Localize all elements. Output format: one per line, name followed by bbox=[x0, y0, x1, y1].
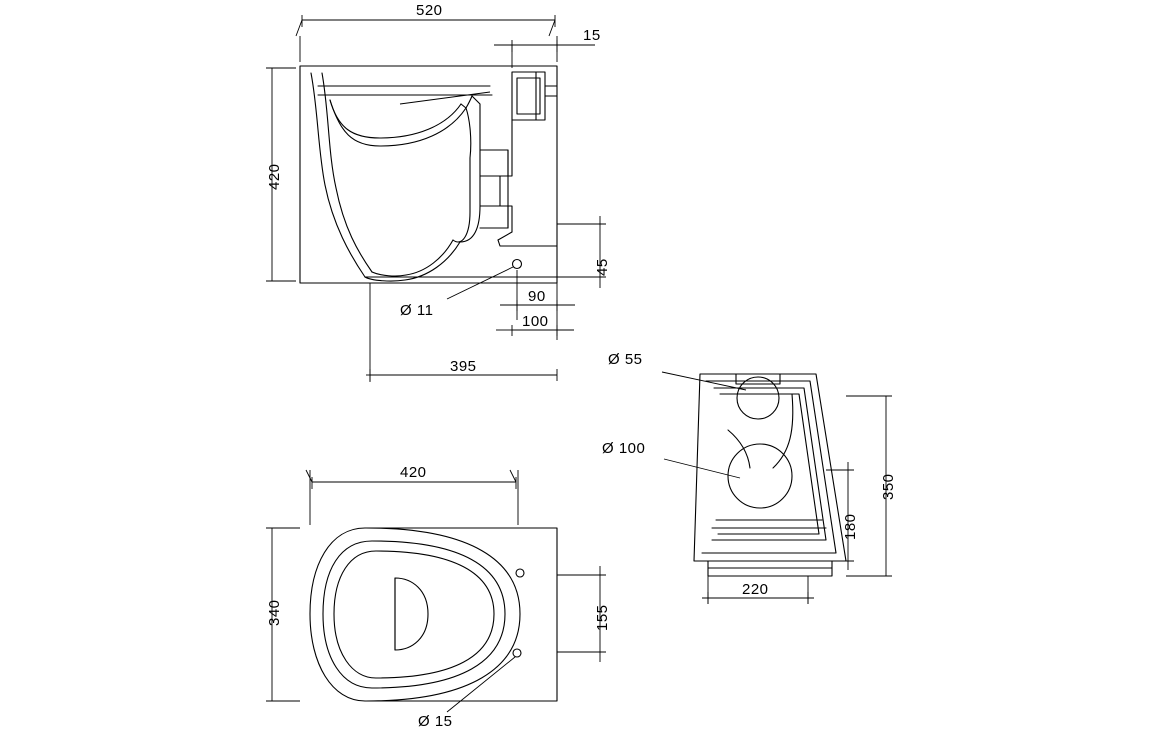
dim-label-350: 350 bbox=[880, 473, 897, 500]
dim-label-100: 100 bbox=[522, 313, 549, 330]
dim-label-340: 340 bbox=[266, 599, 283, 626]
dim-label-dia-100: Ø 100 bbox=[602, 440, 646, 457]
dim-label-220: 220 bbox=[742, 581, 769, 598]
dim-label-15: 15 bbox=[583, 27, 601, 44]
plan-view-geometry bbox=[309, 527, 558, 713]
dim-label-520: 520 bbox=[416, 2, 443, 19]
dim-label-420-height: 420 bbox=[266, 163, 283, 190]
dim-label-395: 395 bbox=[450, 358, 477, 375]
side-elevation-geometry bbox=[299, 65, 558, 300]
dim-label-155: 155 bbox=[594, 604, 611, 631]
rear-elevation-dimensions bbox=[702, 395, 892, 604]
dim-label-180: 180 bbox=[842, 513, 859, 540]
dim-label-dia-11: Ø 11 bbox=[400, 302, 434, 319]
rear-elevation-geometry bbox=[661, 371, 847, 577]
dim-label-420-width: 420 bbox=[400, 464, 427, 481]
dim-label-dia-15: Ø 15 bbox=[418, 713, 453, 730]
dim-label-90: 90 bbox=[528, 288, 546, 305]
plan-view-dimensions bbox=[266, 469, 606, 702]
side-elevation-dimensions bbox=[266, 15, 606, 382]
dim-label-dia-55: Ø 55 bbox=[608, 351, 643, 368]
dim-label-45: 45 bbox=[594, 258, 611, 276]
